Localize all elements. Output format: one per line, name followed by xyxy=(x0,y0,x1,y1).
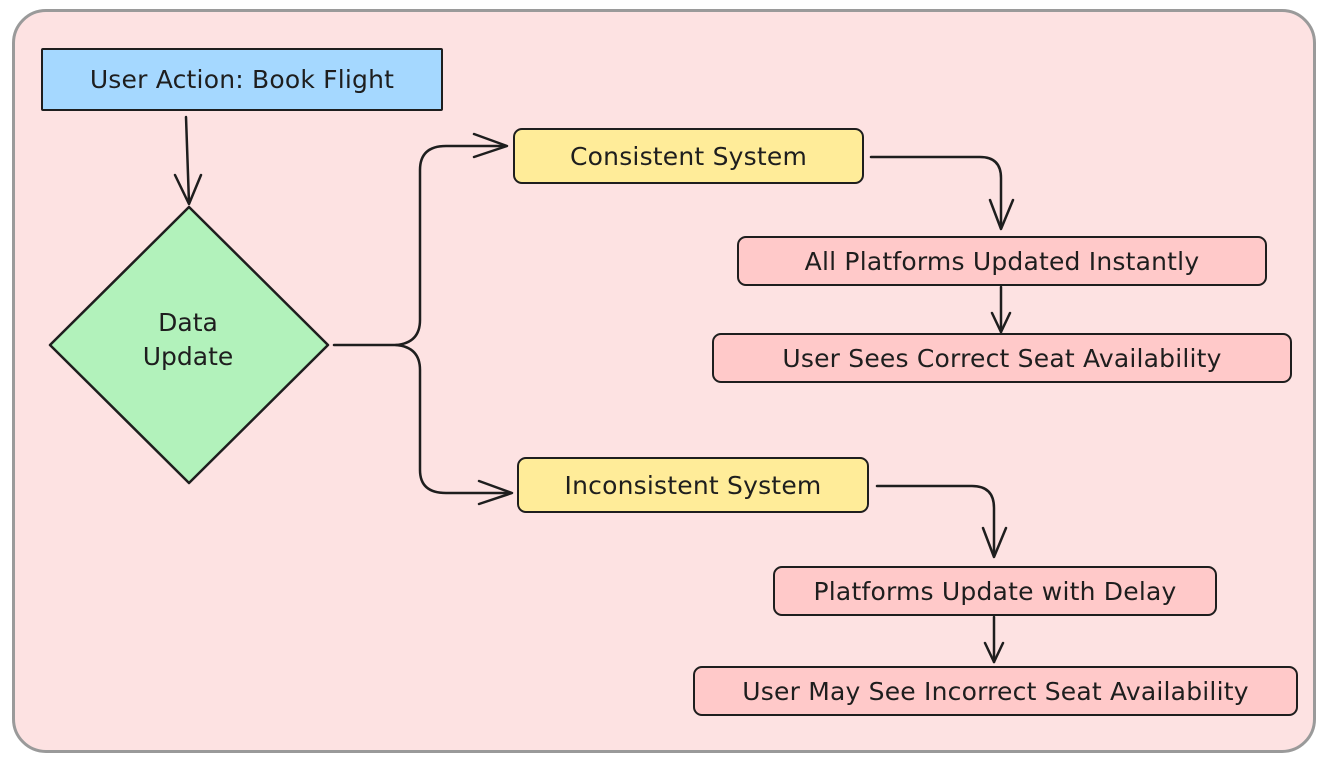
decision-diamond xyxy=(48,205,330,485)
arrowhead-inconsistent-step1-to-step2 xyxy=(983,641,1005,664)
arrowhead-consistent-step1-to-step2 xyxy=(990,311,1012,334)
decision-label-line2: Update xyxy=(142,342,234,371)
arrow-consistent-to-step1 xyxy=(869,155,1003,230)
start-node-label: User Action: Book Flight xyxy=(89,65,395,94)
arrow-decision-to-consistent xyxy=(332,144,508,347)
inconsistent-step2-node: User May See Incorrect Seat Availability xyxy=(693,666,1298,716)
consistent-system-label: Consistent System xyxy=(570,141,807,171)
arrow-decision-to-inconsistent xyxy=(394,343,513,495)
arrow-start-to-decision xyxy=(184,115,191,205)
arrow-inconsistent-to-step1 xyxy=(875,484,996,558)
inconsistent-step1-label: Platforms Update with Delay xyxy=(813,576,1177,606)
consistent-system-node: Consistent System xyxy=(513,128,864,184)
decision-label: Data Update xyxy=(88,306,288,374)
inconsistent-step1-node: Platforms Update with Delay xyxy=(773,566,1217,616)
consistent-step2-node: User Sees Correct Seat Availability xyxy=(712,333,1292,383)
arrowhead-decision-to-consistent xyxy=(472,132,509,159)
start-node: User Action: Book Flight xyxy=(41,48,443,111)
inconsistent-system-node: Inconsistent System xyxy=(517,457,869,513)
consistent-step1-label: All Platforms Updated Instantly xyxy=(804,246,1200,276)
inconsistent-system-label: Inconsistent System xyxy=(564,470,822,500)
decision-label-line1: Data xyxy=(158,308,218,337)
arrowhead-start-to-decision xyxy=(173,173,203,206)
consistent-step1-node: All Platforms Updated Instantly xyxy=(737,236,1267,286)
inconsistent-step2-label: User May See Incorrect Seat Availability xyxy=(742,676,1249,706)
arrowhead-inconsistent-to-step1 xyxy=(981,526,1008,559)
arrowhead-consistent-to-step1 xyxy=(988,198,1015,231)
arrowhead-decision-to-inconsistent xyxy=(477,479,514,506)
consistent-step2-label: User Sees Correct Seat Availability xyxy=(782,343,1222,373)
